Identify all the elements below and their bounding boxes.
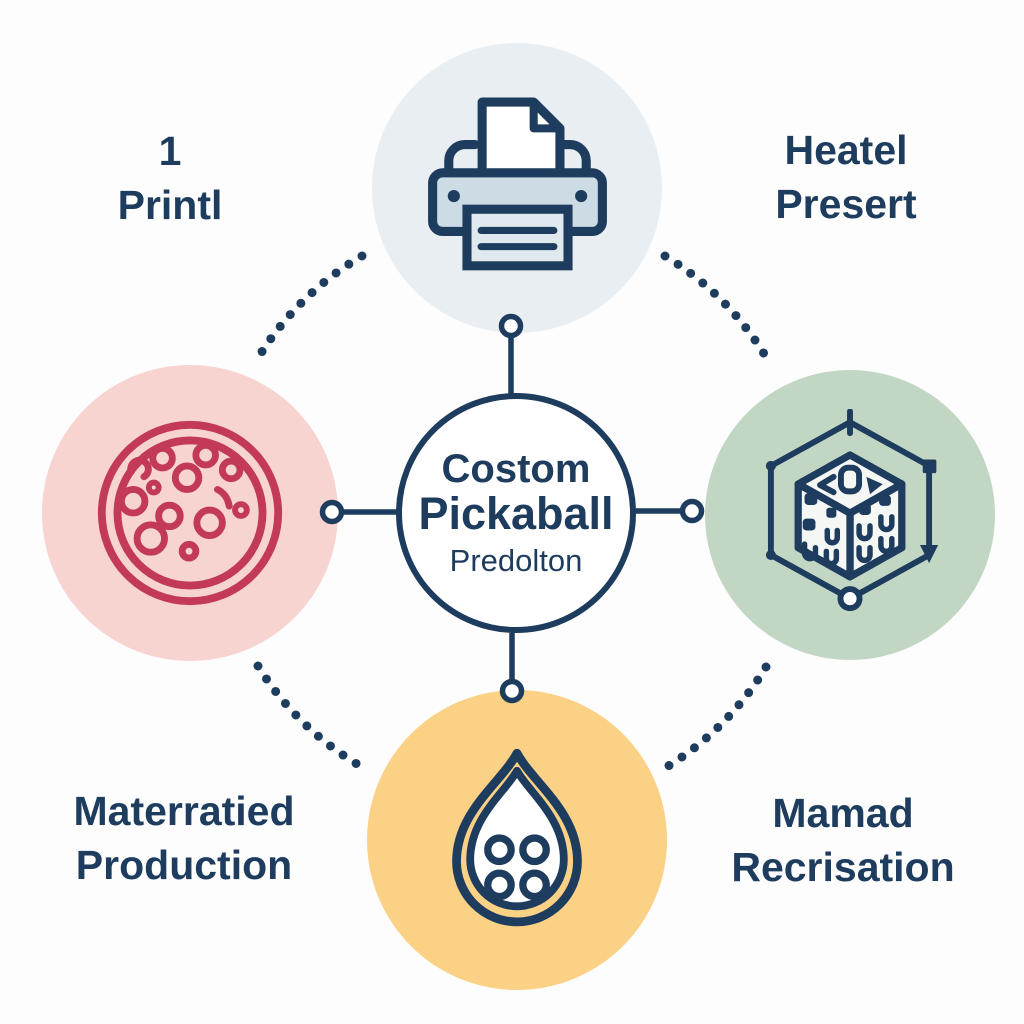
center-node-title-line2: Pickaball: [418, 487, 614, 539]
center-node-subtitle: Predolton: [449, 543, 583, 579]
dotted-connector-top-left: [253, 251, 367, 363]
node-material: [42, 365, 338, 661]
dotted-connector-top-right: [660, 251, 771, 362]
petri-dish-icon: [97, 420, 283, 606]
label-top-left: 1 Printl: [118, 124, 223, 232]
center-node: Costom Pickaball Predolton: [396, 393, 636, 633]
node-model: [705, 370, 995, 660]
label-bottom-left: Materratied Production: [73, 784, 294, 892]
label-top-left-line2: Printl: [117, 182, 223, 228]
button-drop-icon: [452, 748, 582, 927]
dotted-connector-bottom-right: [660, 662, 771, 773]
node-button: [367, 690, 667, 990]
printer-icon: [427, 97, 607, 271]
label-bottom-right: Mamad Recrisation: [731, 786, 954, 894]
label-bottom-right-line1: Mamad: [772, 789, 914, 836]
label-top-left-line1: 1: [158, 127, 182, 174]
label-bottom-left-line1: Materratied: [73, 787, 295, 834]
cube-3d-icon: [765, 409, 939, 612]
label-top-right-line1: Heatel: [784, 126, 908, 173]
label-top-right-line2: Presert: [775, 181, 917, 227]
dotted-connector-bottom-left: [253, 661, 367, 772]
node-print: [372, 43, 662, 333]
center-node-title-line1: Costom: [441, 446, 591, 491]
label-top-right: Heatel Presert: [775, 123, 916, 231]
port-dot-right: [679, 498, 705, 524]
label-bottom-right-line2: Recrisation: [731, 844, 955, 890]
label-bottom-left-line2: Production: [75, 842, 293, 888]
